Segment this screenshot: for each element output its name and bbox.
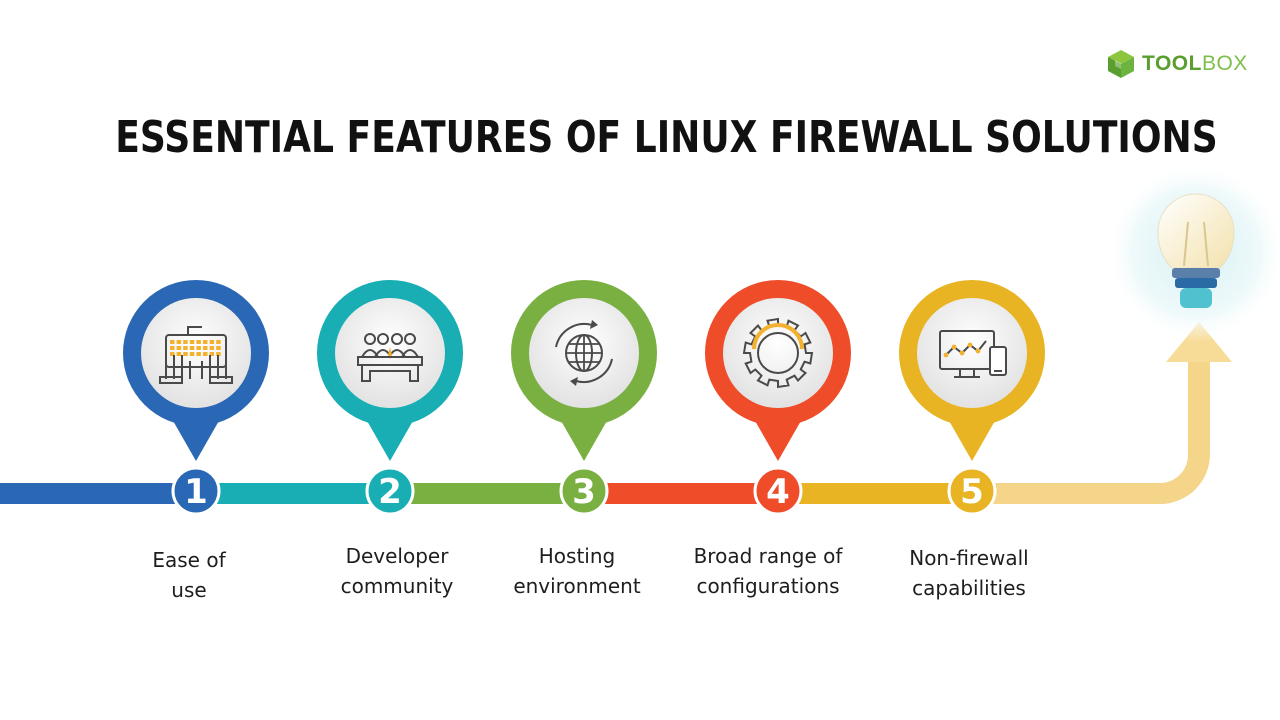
track-segment-1 xyxy=(0,483,200,504)
brand-name: TOOLBOX xyxy=(1142,52,1248,76)
pin-point-3 xyxy=(560,419,608,461)
page-title: ESSENTIAL FEATURES OF LINUX FIREWALL SOL… xyxy=(115,112,1218,163)
feature-label-3-line1: Hosting xyxy=(538,544,616,568)
step-number-badge-5: 5 xyxy=(947,466,997,516)
step-number-badge-4: 4 xyxy=(753,466,803,516)
gear-icon xyxy=(742,317,814,389)
feature-label-5-line1: Non-firewall xyxy=(909,546,1029,570)
feature-label-4-line1: Broad range of xyxy=(693,544,843,568)
feature-label-1-line2: use xyxy=(171,578,207,602)
step-number-1: 1 xyxy=(184,472,208,512)
feature-label-2: Developer community xyxy=(297,541,497,601)
pin-point-5 xyxy=(948,419,996,461)
team-meeting-icon xyxy=(357,333,423,382)
step-number-2: 2 xyxy=(378,472,402,512)
step-number-5: 5 xyxy=(960,472,984,512)
track-segment-4 xyxy=(584,483,782,504)
feature-pin-2: 2 xyxy=(317,280,463,516)
feature-label-5: Non-firewall capabilities xyxy=(869,543,1069,603)
cube-logo-icon xyxy=(1108,50,1134,78)
feature-pin-5: 5 xyxy=(899,280,1045,516)
pin-point-4 xyxy=(754,419,802,461)
feature-label-4: Broad range of configurations xyxy=(668,541,868,601)
pin-point-2 xyxy=(366,419,414,461)
pin-point-1 xyxy=(172,419,220,461)
step-number-badge-3: 3 xyxy=(559,466,609,516)
feature-label-1-line1: Ease of xyxy=(152,548,226,572)
step-number-3: 3 xyxy=(572,472,596,512)
pin-disc-5 xyxy=(917,298,1027,408)
devices-analytics-icon xyxy=(939,330,1007,378)
pin-disc-4 xyxy=(723,298,833,408)
feature-label-1: Ease of use xyxy=(89,545,289,605)
feature-label-4-line2: configurations xyxy=(696,574,840,598)
track-segment-5 xyxy=(778,483,976,504)
keyboard-hands-icon xyxy=(159,326,233,384)
feature-pin-4: 4 xyxy=(705,280,851,516)
feature-label-3-line2: environment xyxy=(513,574,641,598)
feature-label-2-line1: Developer xyxy=(345,544,449,568)
track-segment-3 xyxy=(390,483,588,504)
feature-label-5-line2: capabilities xyxy=(912,576,1026,600)
lightbulb-icon xyxy=(1106,162,1280,342)
track-arrowhead xyxy=(1166,322,1232,362)
feature-pin-3: 3 xyxy=(511,280,657,516)
brand-name-part1: TOOL xyxy=(1142,52,1202,75)
toolbox-logo: TOOLBOX xyxy=(1106,46,1248,82)
step-number-badge-2: 2 xyxy=(365,466,415,516)
feature-pin-1: 1 xyxy=(123,280,269,516)
feature-label-3: Hosting environment xyxy=(477,541,677,601)
pin-disc-1 xyxy=(141,298,251,408)
track-segment-2 xyxy=(196,483,394,504)
globe-cycle-icon xyxy=(555,320,613,386)
step-number-4: 4 xyxy=(766,472,790,512)
feature-label-2-line2: community xyxy=(340,574,454,598)
feature-pins: 1 2 3 4 5 xyxy=(123,280,1045,516)
brand-name-part2: BOX xyxy=(1201,52,1248,75)
step-number-badge-1: 1 xyxy=(171,466,221,516)
